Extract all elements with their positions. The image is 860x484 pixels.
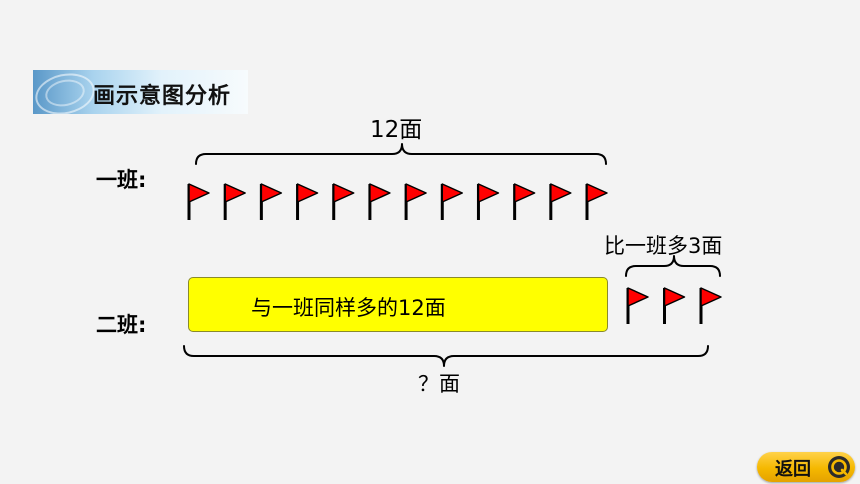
class2-unknown-total-label: ？面	[418, 372, 460, 396]
class1-flag	[332, 183, 355, 220]
class1-total-brace	[195, 143, 607, 165]
class1-flag	[404, 183, 427, 220]
class1-flag	[549, 183, 572, 220]
back-button-label: 返回	[775, 459, 811, 480]
title-banner: 画示意图分析	[33, 70, 248, 114]
back-button[interactable]: 返回	[757, 452, 855, 482]
class1-flag	[223, 183, 246, 220]
return-icon	[828, 456, 850, 478]
class2-same-label: 与一班同样多的12面	[251, 296, 446, 320]
class1-flag	[476, 183, 500, 220]
class2-extra-flags	[626, 287, 722, 324]
class2-same-as-class1-box: 与一班同样多的12面	[188, 277, 608, 332]
class1-flag	[368, 183, 391, 220]
class2-extra-flag	[663, 287, 686, 324]
class1-total-label: 12面	[370, 117, 423, 143]
class1-row-label: 一班:	[96, 168, 147, 192]
class1-flag	[296, 183, 319, 220]
page-title: 画示意图分析	[93, 84, 232, 109]
extra-flags-brace	[625, 255, 721, 277]
class1-flag	[187, 183, 210, 220]
class1-flag	[259, 183, 283, 220]
class1-flag	[513, 183, 536, 220]
class1-flag	[585, 183, 608, 220]
class1-flag	[440, 183, 464, 220]
class2-extra-flag	[626, 287, 649, 324]
class2-row-label: 二班:	[96, 313, 147, 337]
class2-total-brace	[183, 345, 709, 367]
extra-flags-label: 比一班多3面	[604, 234, 723, 258]
class1-flags	[187, 183, 608, 220]
class2-extra-flag	[699, 287, 722, 324]
